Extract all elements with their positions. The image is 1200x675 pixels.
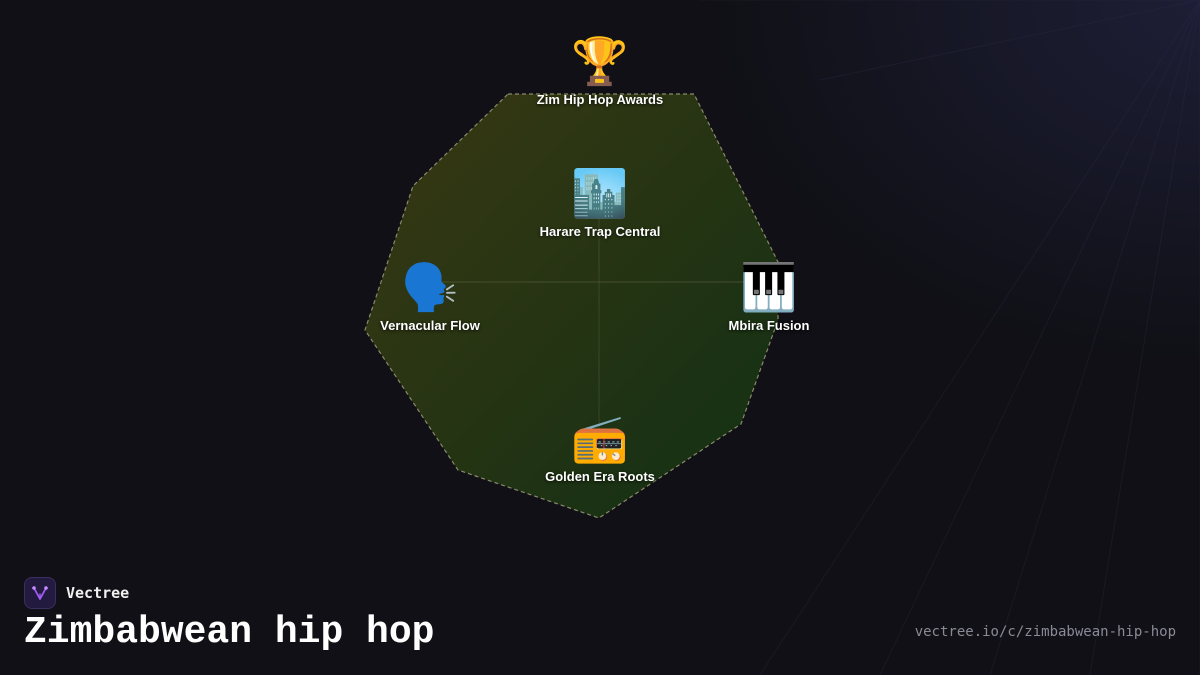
node-label: Zim Hip Hop Awards (536, 92, 664, 107)
node-mbira-fusion[interactable]: 🎹 Mbira Fusion (669, 260, 869, 333)
page-url[interactable]: vectree.io/c/zimbabwean-hip-hop (914, 624, 1176, 640)
node-zim-hip-hop-awards[interactable]: 🏆 Zim Hip Hop Awards (500, 34, 700, 107)
node-label: Golden Era Roots (545, 469, 655, 484)
page-title: Zimbabwean hip hop (24, 611, 435, 654)
node-golden-era-roots[interactable]: 📻 Golden Era Roots (500, 411, 700, 484)
brand[interactable]: Vectree (24, 577, 129, 609)
radio-icon: 📻 (571, 412, 629, 464)
node-harare-trap-central[interactable]: 🏙️ Harare Trap Central (500, 166, 700, 239)
keyboard-icon: 🎹 (740, 261, 798, 313)
node-label: Mbira Fusion (728, 318, 810, 333)
cluster-region (364, 93, 779, 519)
brand-name: Vectree (66, 584, 130, 602)
trophy-icon: 🏆 (571, 35, 629, 87)
node-label: Harare Trap Central (539, 224, 661, 239)
speaking-head-icon: 🗣️ (401, 261, 459, 313)
cityscape-icon: 🏙️ (571, 167, 629, 219)
node-label: Vernacular Flow (380, 318, 480, 333)
node-vernacular-flow[interactable]: 🗣️ Vernacular Flow (330, 260, 530, 333)
vectree-logo-icon (24, 577, 56, 609)
